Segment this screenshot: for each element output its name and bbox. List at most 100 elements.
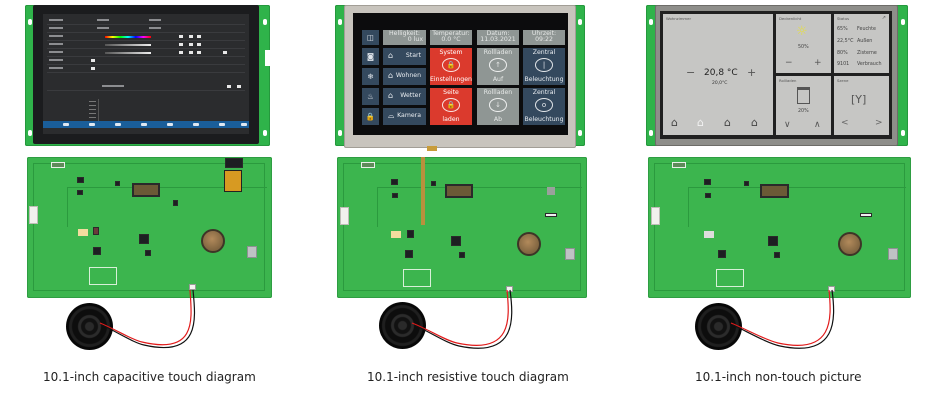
shutters-card: Rollladen 20% ∨ ∧	[776, 76, 831, 135]
current-temperature: 20,8 °C	[704, 68, 738, 78]
shutter-level: 20%	[798, 109, 809, 114]
info-tile-brightness: Helligkeit:0 lux	[383, 30, 426, 45]
usb-port	[247, 246, 257, 258]
nav-button-wohnen[interactable]: ⌂Wohnen	[383, 68, 426, 85]
usb-port	[888, 248, 898, 260]
color-slider-row	[47, 34, 245, 41]
arrow-up-icon: ↑	[489, 58, 507, 72]
side-button-climate[interactable]: ❄	[362, 68, 379, 85]
speaker-connector	[828, 286, 835, 292]
side-connector	[651, 207, 660, 225]
speaker-wires	[99, 289, 196, 349]
pcb-back-board	[337, 157, 587, 298]
room-climate-card: Wohnzimmer − 20,8 °C 20,0°C + ⌂ ⌂ ⌂ ⌂	[663, 14, 773, 135]
usb-port	[565, 248, 575, 260]
touch-flex-cable	[427, 146, 437, 151]
nav-button-start[interactable]: ⌂Start	[383, 48, 426, 65]
speaker-connector	[506, 286, 513, 292]
side-button-heating[interactable]: ♨	[362, 88, 379, 105]
home-icon: ⌂	[388, 71, 394, 80]
touch-controller-board	[224, 170, 242, 192]
main-processor	[139, 234, 149, 244]
pcb-back-board	[27, 157, 272, 298]
nav-button-wetter[interactable]: ⌂Wetter	[383, 88, 426, 105]
shutter-icon	[797, 87, 810, 104]
pin-header	[361, 162, 375, 168]
lock-icon: 🔒	[365, 111, 376, 121]
brightness-slider[interactable]	[105, 52, 151, 54]
washer-icon: ◙	[366, 51, 375, 61]
tile-central-lighting-on[interactable]: Zentral|Beleuchtung	[523, 48, 565, 85]
coin-cell-battery	[517, 232, 541, 256]
light-bulb-icon: ☼	[796, 24, 808, 39]
setpoint-temperature: 20,0°C	[712, 81, 728, 86]
resistive-screen-home-panel: ◫ ◙ ❄ ♨ 🔒 ⌂Start ⌂Wohnen ⌂Wetter ⌓Kamera…	[353, 13, 568, 135]
speaker-connector	[189, 284, 196, 290]
light-decrease-button[interactable]: −	[785, 58, 793, 68]
cocktail-scene-icon: [Y]	[851, 93, 867, 106]
light-increase-button[interactable]: +	[814, 58, 822, 68]
nav-button-kamera[interactable]: ⌓Kamera	[383, 108, 426, 125]
shutter-up-button[interactable]: ∧	[814, 120, 821, 130]
door-icon: ◫	[366, 32, 375, 42]
coin-cell-battery	[201, 229, 225, 253]
tile-shutters-up[interactable]: Rollladen↑Auf	[477, 48, 519, 85]
lock-icon: 🔒	[442, 58, 460, 72]
speaker-wires	[730, 289, 835, 349]
presence-home-icon[interactable]: ⌂	[697, 116, 704, 129]
shutter-down-button[interactable]: ∨	[784, 120, 791, 130]
home-icon: ⌂	[388, 91, 394, 100]
decrease-temp-button[interactable]: −	[686, 66, 696, 79]
main-processor	[768, 236, 778, 246]
info-tile-temperature: Temperatur:0.0 °C	[430, 30, 472, 45]
product-non-touch: Wohnzimmer − 20,8 °C 20,0°C + ⌂ ⌂ ⌂ ⌂ De…	[643, 0, 930, 401]
tile-page-load[interactable]: Seite🔒laden	[430, 88, 472, 125]
expand-icon[interactable]: ↗	[881, 15, 886, 21]
home-icon: ⌂	[388, 51, 394, 60]
night-home-icon[interactable]: ⌂	[724, 116, 731, 129]
scene-prev-button[interactable]: <	[841, 118, 849, 128]
non-touch-screen-smart-home: Wohnzimmer − 20,8 °C 20,0°C + ⌂ ⌂ ⌂ ⌂ De…	[660, 11, 892, 139]
color-slider[interactable]	[105, 36, 151, 38]
product-resistive: ◫ ◙ ❄ ♨ 🔒 ⌂Start ⌂Wohnen ⌂Wetter ⌓Kamera…	[332, 0, 632, 401]
fpc-connector	[760, 184, 789, 198]
fpc-connector	[132, 183, 160, 197]
snowflake-icon: ❄	[367, 71, 374, 81]
side-button-washer[interactable]: ◙	[362, 48, 379, 65]
fpc-connector	[445, 184, 473, 198]
speaker-wires	[411, 289, 513, 349]
scene-next-button[interactable]: >	[875, 118, 883, 128]
speaker	[695, 303, 742, 350]
pin-header	[672, 162, 686, 168]
tile-shutters-down[interactable]: Rollladen↓Ab	[477, 88, 519, 125]
lock-icon: 🔒	[442, 98, 460, 112]
side-button-lock[interactable]: 🔒	[362, 108, 379, 125]
power-home-icon[interactable]: ⌂	[671, 116, 678, 129]
taskbar[interactable]	[43, 121, 249, 128]
product-capacitive: 10.1-inch capacitive touch diagram	[22, 0, 322, 401]
ceiling-light-card: Deckenlicht ☼ 50% − +	[776, 14, 831, 73]
caption: 10.1-inch non-touch picture	[695, 370, 862, 384]
radiator-icon: ♨	[367, 91, 374, 101]
coin-cell-battery	[838, 232, 862, 256]
capacitive-screen-dashboard	[43, 14, 249, 134]
side-button-door[interactable]: ◫	[362, 30, 379, 45]
arrow-down-icon: ↓	[489, 98, 507, 112]
info-tile-date: Datum:11.03.2021	[477, 30, 519, 45]
camera-icon: ⌓	[388, 111, 395, 120]
scene-card: Szene [Y] < >	[834, 76, 889, 135]
side-connector	[340, 207, 349, 225]
main-processor	[451, 236, 461, 246]
flex-ribbon	[421, 157, 425, 225]
light-level: 50%	[798, 45, 809, 50]
increase-temp-button[interactable]: +	[747, 66, 757, 79]
tile-system-settings[interactable]: System🔒Einstellungen	[430, 48, 472, 85]
away-home-icon[interactable]: ⌂	[751, 116, 758, 129]
info-tile-time: Uhrzeit:09:22	[523, 30, 565, 45]
brightness-slider[interactable]	[105, 44, 151, 46]
power-off-icon: o	[535, 98, 553, 112]
pcb-back-board	[648, 157, 911, 298]
caption: 10.1-inch capacitive touch diagram	[43, 370, 256, 384]
